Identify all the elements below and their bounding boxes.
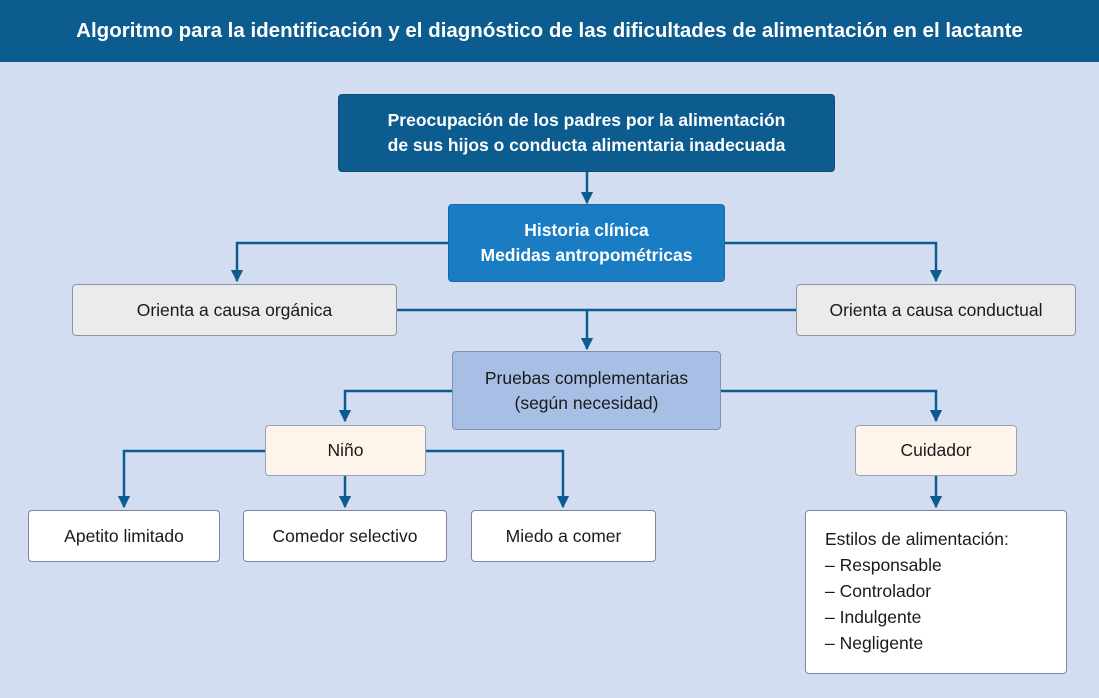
list-item: – Responsable: [825, 555, 942, 575]
arrow-tests-to-child: [338, 389, 452, 423]
list-item: – Controlador: [825, 581, 932, 601]
arrow-history-to-behavioral: [725, 241, 943, 283]
node-caregiver: Cuidador: [855, 425, 1017, 476]
arrow-tests-to-caregiver: [721, 389, 943, 423]
feeding-styles-list: – Responsable – Controlador – Indulgente…: [825, 552, 1066, 656]
node-clinical-history: Historia clínica Medidas antropométricas: [448, 204, 725, 282]
arrow-child-to-fear-of-eating: [426, 449, 570, 509]
list-item: – Negligente: [825, 633, 924, 653]
diagram-title-bar: Algoritmo para la identificación y el di…: [0, 0, 1099, 62]
list-item: – Indulgente: [825, 607, 922, 627]
arrow-child-to-limited-appetite: [117, 449, 265, 509]
node-child: Niño: [265, 425, 426, 476]
node-fear-of-eating: Miedo a comer: [471, 510, 656, 562]
arrow-history-to-organic: [230, 241, 448, 283]
node-selective-eater: Comedor selectivo: [243, 510, 447, 562]
feeding-styles-heading: Estilos de alimentación:: [825, 529, 1009, 549]
node-behavioral-cause: Orienta a causa conductual: [796, 284, 1076, 336]
node-organic-cause: Orienta a causa orgánica: [72, 284, 397, 336]
node-feeding-styles: Estilos de alimentación: – Responsable –…: [805, 510, 1067, 674]
node-limited-appetite: Apetito limitado: [28, 510, 220, 562]
node-complementary-tests: Pruebas complementarias (según necesidad…: [452, 351, 721, 430]
diagram-title: Algoritmo para la identificación y el di…: [76, 19, 1023, 42]
node-parental-concern: Preocupación de los padres por la alimen…: [338, 94, 835, 172]
